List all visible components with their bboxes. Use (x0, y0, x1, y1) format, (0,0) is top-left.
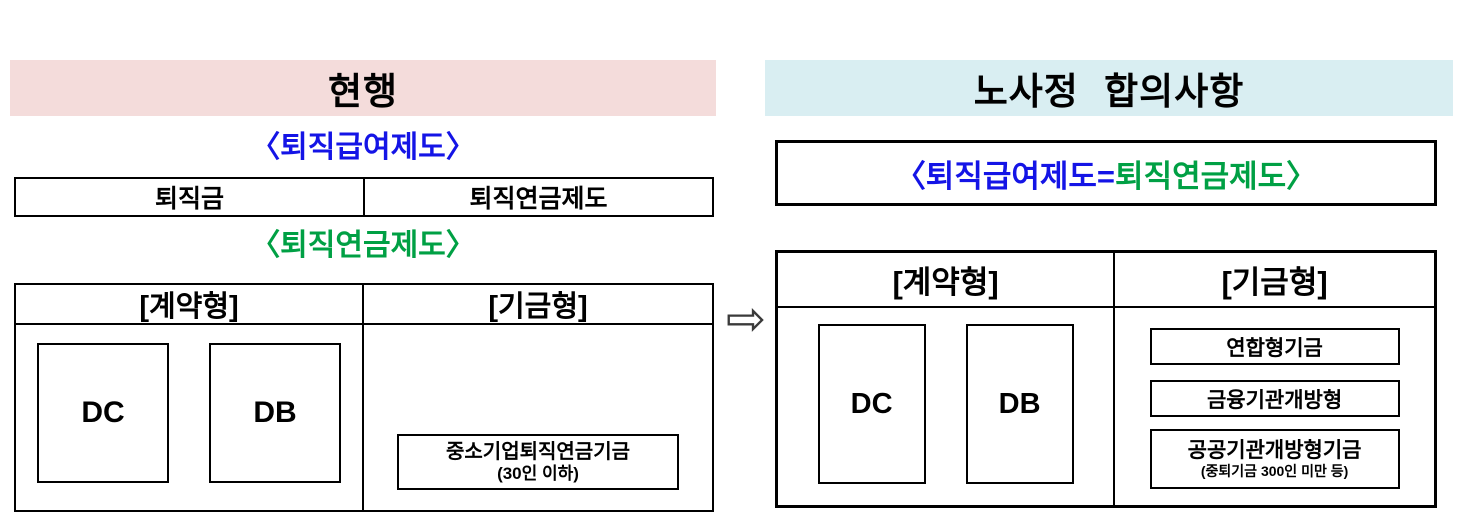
agreed-dc-box: DC (817, 324, 926, 484)
financial-institution-open-fund-box: 금융기관개방형 (1149, 380, 1400, 417)
agreed-pension-structure-box: [계약형] DC DB [기금형] 연합형기금 금융기관개방형 공공기관개방형기… (775, 250, 1437, 508)
current-contract-type-column: [계약형] DC DB (16, 285, 364, 510)
public-institution-open-fund-box: 공공기관개방형기금 (중퇴기금 300인 미만 등) (1149, 429, 1400, 489)
federated-fund-box: 연합형기금 (1149, 328, 1400, 365)
pension-system-cell: 퇴직연금제도 (469, 185, 608, 213)
agreed-fund-type-header: [기금형] (1115, 253, 1434, 308)
agreed-contract-type-column: [계약형] DC DB (778, 253, 1116, 505)
equation-blue-part: 〈퇴직급여제도= (894, 158, 1116, 194)
current-db-box: DB (209, 343, 341, 483)
current-contract-type-header: [계약형] (16, 285, 362, 325)
agreed-db-box: DB (965, 324, 1074, 484)
sme-pension-fund-label: 중소기업퇴직연금기금 (446, 441, 630, 463)
agreed-contract-type-header: [계약형] (778, 253, 1114, 308)
current-fund-type-body: 중소기업퇴직연금기금 (30인 이하) (364, 325, 712, 510)
agreed-fund-type-body: 연합형기금 금융기관개방형 공공기관개방형기금 (중퇴기금 300인 미만 등) (1115, 308, 1434, 505)
current-contract-type-body: DC DB (16, 325, 362, 510)
agreed-contract-type-body: DC DB (778, 308, 1113, 505)
current-fund-type-column: [기금형] 중소기업퇴직연금기금 (30인 이하) (364, 285, 712, 510)
sme-pension-fund-sublabel: (30인 이하) (497, 464, 579, 483)
current-dc-box: DC (37, 343, 169, 483)
benefit-system-table: 퇴직금 퇴직연금제도 (14, 177, 714, 217)
current-system-header: 현행 (10, 60, 716, 116)
transition-arrow-icon: ⇨ (725, 293, 767, 346)
current-fund-type-header: [기금형] (364, 285, 712, 325)
agreed-fund-type-column: [기금형] 연합형기금 금융기관개방형 공공기관개방형기금 (중퇴기금 300인… (1115, 253, 1434, 505)
benefit-equals-pension-box: 〈퇴직급여제도=퇴직연금제도〉 (775, 140, 1437, 206)
current-pension-structure-box: [계약형] DC DB [기금형] 중소기업퇴직연금기금 (30인 이하) (14, 283, 714, 512)
benefit-system-heading: 〈퇴직급여제도〉 (250, 131, 476, 164)
public-institution-open-fund-sublabel: (중퇴기금 300인 미만 등) (1200, 463, 1349, 479)
agreement-header: 노사정 합의사항 (765, 60, 1453, 116)
pension-system-heading: 〈퇴직연금제도〉 (250, 229, 476, 262)
severance-pay-cell: 퇴직금 (16, 179, 365, 215)
public-institution-open-fund-label: 공공기관개방형기금 (1187, 439, 1362, 462)
equation-green-part: 퇴직연금제도〉 (1115, 158, 1318, 194)
sme-pension-fund-box: 중소기업퇴직연금기금 (30인 이하) (397, 434, 679, 490)
